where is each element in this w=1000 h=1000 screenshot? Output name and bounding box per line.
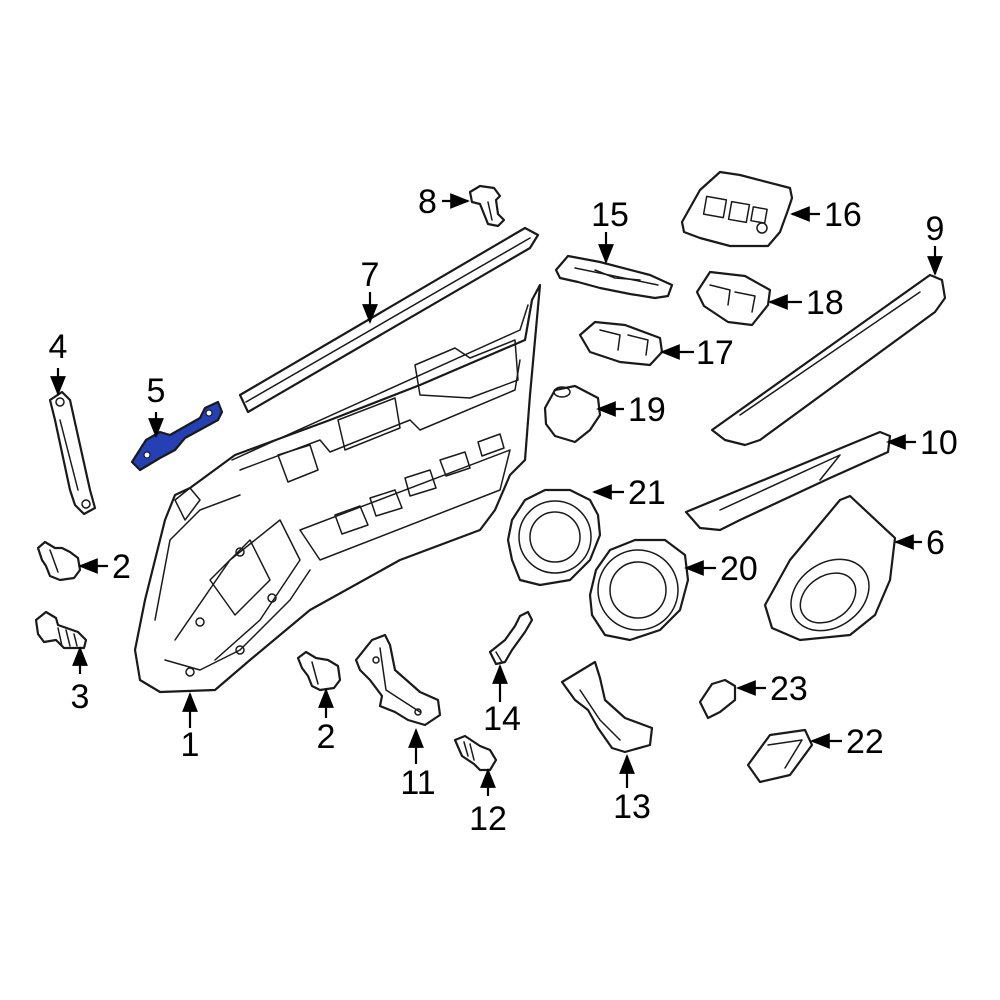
part-17-switch-assembly[interactable]	[578, 320, 664, 367]
part-4-pull-handle[interactable]	[48, 390, 97, 516]
callout-23[interactable]: 23	[770, 670, 808, 708]
callout-13[interactable]: 13	[613, 788, 651, 826]
part-14-pin[interactable]	[488, 610, 534, 666]
callout-14[interactable]: 14	[483, 700, 521, 738]
callout-16[interactable]: 16	[824, 196, 862, 234]
part-11-bracket[interactable]	[354, 633, 442, 727]
part-5-reinforcement-plate[interactable]	[130, 400, 224, 472]
callout-11[interactable]: 11	[400, 764, 435, 802]
callout-22[interactable]: 22	[846, 723, 884, 761]
callout-leaders	[50, 193, 943, 796]
part-23-bulb[interactable]	[698, 678, 737, 720]
part-1-door-trim-panel[interactable]	[133, 283, 542, 694]
callout-9[interactable]: 9	[926, 210, 945, 248]
part-3-clip[interactable]	[34, 610, 88, 650]
part-19-mirror-switch[interactable]	[543, 384, 602, 444]
callout-18[interactable]: 18	[806, 284, 844, 322]
callout-2-left[interactable]: 2	[112, 548, 131, 586]
callout-8[interactable]: 8	[418, 183, 437, 221]
callout-4[interactable]: 4	[49, 328, 68, 366]
part-22-lamp[interactable]	[746, 728, 814, 784]
callout-2-bottom[interactable]: 2	[317, 718, 336, 756]
callout-10[interactable]: 10	[920, 424, 958, 462]
callout-17[interactable]: 17	[696, 334, 734, 372]
callout-19[interactable]: 19	[628, 391, 666, 429]
callout-5[interactable]: 5	[147, 372, 166, 410]
part-18-window-switch[interactable]	[695, 270, 772, 327]
callout-3[interactable]: 3	[71, 678, 90, 716]
part-6-speaker-grille[interactable]	[763, 494, 897, 645]
callout-15[interactable]: 15	[591, 196, 629, 234]
part-15-switch-bezel[interactable]	[554, 254, 674, 300]
callout-7[interactable]: 7	[361, 256, 380, 294]
part-20-speaker[interactable]	[588, 538, 690, 642]
part-7-belt-weatherstrip[interactable]	[238, 226, 540, 414]
callout-20[interactable]: 20	[720, 550, 758, 588]
part-9-upper-garnish[interactable]	[710, 273, 947, 447]
part-13-trim-piece[interactable]	[560, 660, 654, 754]
part-12-screw[interactable]	[453, 734, 498, 772]
callout-labels: 1 2 2 3 4 5 6 7 8 9 10 11 12 13 14 15 16…	[49, 183, 958, 838]
part-16-switch-panel[interactable]	[680, 170, 794, 248]
callout-12[interactable]: 12	[469, 800, 507, 838]
part-8-clip[interactable]	[468, 184, 506, 228]
callout-1[interactable]: 1	[181, 726, 200, 764]
part-10-armrest-garnish[interactable]	[684, 430, 892, 532]
part-2-clip-bottom[interactable]	[296, 650, 342, 692]
part-21-speaker[interactable]	[506, 488, 602, 587]
callout-21[interactable]: 21	[628, 474, 666, 512]
part-2-clip-left[interactable]	[36, 540, 82, 582]
callout-6[interactable]: 6	[926, 524, 945, 562]
